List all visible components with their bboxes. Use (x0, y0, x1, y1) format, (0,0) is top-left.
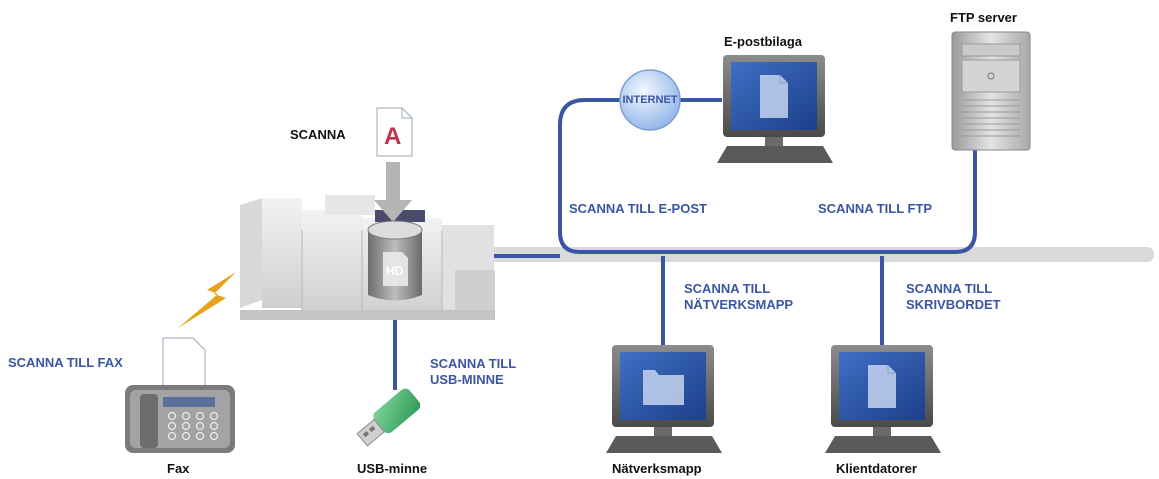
network-folder-computer-icon (606, 345, 722, 453)
hard-disk-cylinder (367, 220, 423, 301)
fax-machine-icon (125, 337, 235, 453)
scan-to-usb-label: SCANNA TILL USB-MINNE (430, 356, 517, 387)
ftp-device-label: FTP server (950, 10, 1017, 25)
mfp-machine (240, 195, 495, 320)
scan-label: SCANNA (290, 127, 346, 142)
scan-arrow (374, 162, 412, 222)
email-computer-icon (717, 55, 833, 163)
document-letter: A (384, 123, 402, 150)
hd-label: HD (386, 264, 404, 278)
scan-to-network-folder-label: SCANNA TILL NÄTVERKSMAPP (684, 281, 794, 312)
scan-to-fax-label: SCANNA TILL FAX (8, 355, 123, 370)
ftp-server-tower-icon (951, 31, 1031, 151)
internet-globe (619, 69, 681, 131)
fax-signal-icon (178, 272, 236, 328)
client-computer-icon (825, 345, 941, 453)
scan-to-desktop-label: SCANNA TILL SKRIVBORDET (906, 281, 1001, 312)
scanned-document-icon (376, 107, 413, 157)
usb-stick-icon (356, 388, 421, 447)
scan-to-ftp-label: SCANNA TILL FTP (818, 201, 933, 216)
internet-label: INTERNET (622, 94, 678, 106)
usb-device-label: USB-minne (357, 461, 428, 476)
fax-device-label: Fax (167, 461, 190, 476)
client-device-label: Klientdatorer (836, 461, 917, 476)
network-folder-device-label: Nätverksmapp (612, 461, 702, 476)
email-ftp-loop (558, 98, 977, 254)
email-device-label: E-postbilaga (724, 34, 803, 49)
scan-to-email-label: SCANNA TILL E-POST (569, 201, 707, 216)
